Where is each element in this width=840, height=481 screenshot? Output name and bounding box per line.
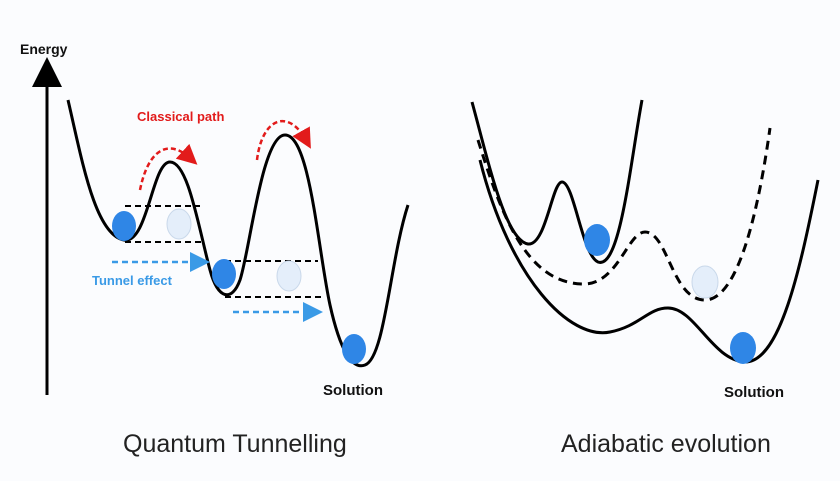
particle-ball: [342, 334, 366, 364]
classical-path-label: Classical path: [137, 109, 224, 124]
solution-label: Solution: [724, 384, 784, 401]
quantum-tunnelling-title: Quantum Tunnelling: [123, 430, 347, 458]
particle-ball: [730, 332, 756, 364]
ghost-particle-ball: [691, 265, 719, 299]
adiabatic-evolution-title: Adiabatic evolution: [561, 430, 771, 458]
ghost-particle-ball: [276, 260, 302, 292]
potential-energy-curve: [66, 99, 410, 368]
particle-ball: [212, 259, 236, 289]
classical-path-arrow: [138, 143, 198, 191]
quantum-tunnelling-panel: Energy Classical path Tunnel effect Solu…: [20, 41, 410, 458]
intermediate-potential-curve: [476, 127, 772, 302]
initial-potential-curve: [470, 99, 644, 264]
particle-ball: [584, 224, 610, 256]
energy-axis-label: Energy: [20, 41, 68, 57]
final-potential-curve: [478, 159, 820, 364]
ghost-particle-ball: [166, 208, 192, 240]
solution-label: Solution: [323, 382, 383, 399]
adiabatic-evolution-panel: Solution Adiabatic evolution: [470, 99, 820, 458]
particle-ball: [112, 211, 136, 241]
classical-path-arrow: [255, 120, 311, 161]
tunnel-effect-label: Tunnel effect: [92, 273, 173, 288]
